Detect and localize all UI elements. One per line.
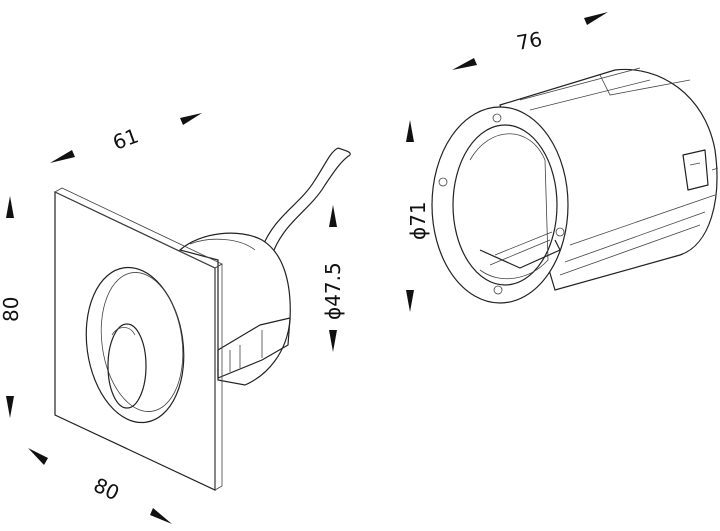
dim-fixture-depth: 61 xyxy=(110,123,142,154)
dim-fixture-body-diameter: ϕ47.5 xyxy=(321,262,345,320)
dim-housing-length: 76 xyxy=(515,27,544,55)
dim-housing-diameter: ϕ71 xyxy=(406,201,430,240)
dimension-arrows xyxy=(6,12,608,524)
lens-opening xyxy=(107,323,147,409)
screw-hole xyxy=(492,113,502,123)
mounting-housing xyxy=(431,67,719,304)
clip xyxy=(217,317,291,379)
front-ring xyxy=(431,106,569,304)
light-fixture xyxy=(54,147,351,491)
dim-fixture-height: 80 xyxy=(0,297,23,322)
cable xyxy=(261,147,339,249)
front-plate xyxy=(54,191,216,491)
dim-fixture-width: 80 xyxy=(90,473,123,506)
bezel xyxy=(85,266,185,424)
fixture-housing xyxy=(178,232,291,386)
